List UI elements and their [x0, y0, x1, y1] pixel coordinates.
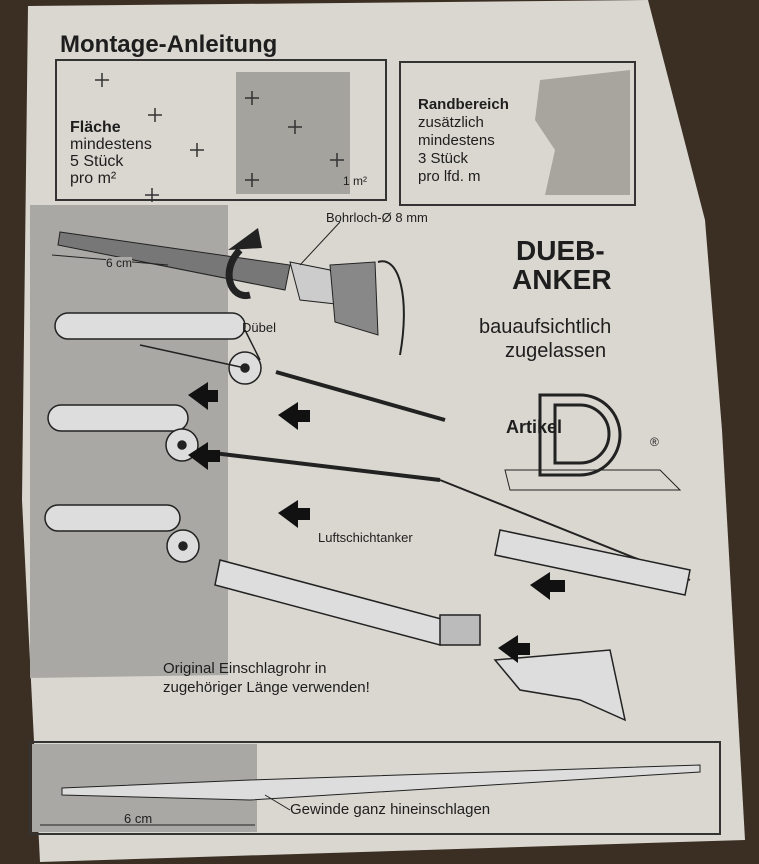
bottom-box [29, 741, 721, 835]
tube-note: Original Einschlagrohr in [163, 660, 327, 677]
product-name: ANKER [512, 264, 612, 295]
logo-text: Artikel [506, 417, 563, 437]
surface-line: 5 Stück [70, 153, 124, 170]
thread-note: Gewinde ganz hineinschlagen [290, 801, 491, 818]
edge-line: 3 Stück [418, 150, 469, 167]
depth-label-top: 6 cm [106, 256, 133, 270]
artikel-logo-icon [504, 393, 682, 491]
edge-line: zusätzlich [418, 114, 484, 131]
edge-line: mindestens [418, 132, 495, 149]
surface-line: mindestens [70, 136, 152, 153]
area-label: 1 m² [343, 174, 367, 188]
dowel-markers [95, 73, 344, 202]
product-name: DUEB- [516, 235, 605, 266]
approval-text: zugelassen [505, 340, 607, 362]
square-meter-area [236, 72, 350, 194]
page-title: Montage-Anleitung [60, 31, 278, 58]
edge-heading: Randbereich [418, 96, 509, 113]
tube-note: zugehöriger Länge verwenden! [163, 679, 370, 696]
approval-text: bauaufsichtlich [479, 316, 612, 338]
dowel-label: Dübel [242, 320, 276, 335]
edge-area [535, 70, 630, 195]
depth-label-bottom: 6 cm [124, 811, 153, 826]
drill-hole-label: Bohrloch-Ø 8 mm [326, 210, 428, 225]
surface-box [55, 59, 387, 201]
registered-mark: ® [650, 435, 659, 449]
edge-box [399, 61, 636, 206]
anchor-label: Luftschichtanker [318, 530, 413, 545]
surface-line: pro m² [70, 170, 117, 187]
dowel-rows [44, 312, 691, 722]
surface-heading: Fläche [70, 119, 121, 136]
arrow-icons [188, 382, 565, 663]
edge-line: pro lfd. m [418, 168, 481, 185]
